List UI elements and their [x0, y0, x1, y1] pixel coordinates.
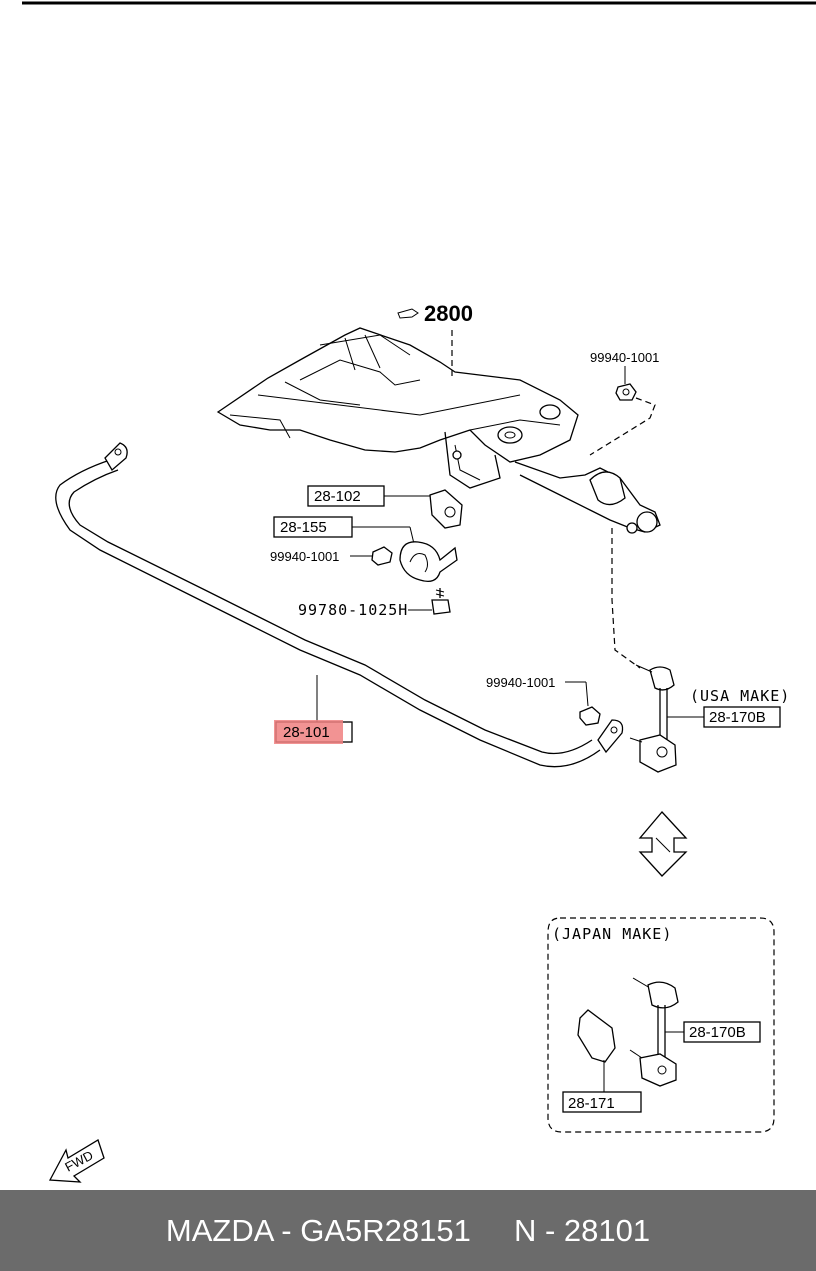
nut-bottom-group: 99940-1001 — [486, 675, 601, 726]
nut-top-label: 99940-1001 — [590, 350, 659, 365]
usa-make-label: (USA MAKE) — [690, 687, 790, 705]
japan-make-box: (JAPAN MAKE) 28-170B 28-171 — [547, 917, 775, 1133]
bushing-group: 28-102 — [307, 485, 463, 529]
footer-bar: MAZDA - GA5R28151 N - 28101 — [0, 1190, 816, 1271]
bushing-label: 28-102 — [314, 488, 361, 505]
group-ref-label: 2800 — [424, 301, 473, 326]
japan-make-label: (JAPAN MAKE) — [552, 925, 672, 943]
group-ref: 2800 — [397, 301, 473, 378]
bracket-label: 28-155 — [280, 519, 327, 536]
fwd-arrow-icon: FWD — [48, 1139, 105, 1183]
fwd-label: FWD — [62, 1148, 95, 1175]
japan-link-label: 28-170B — [689, 1024, 746, 1041]
bracket-group: 28-155 — [273, 516, 458, 583]
swap-arrow — [638, 811, 688, 877]
usa-link-label: 28-170B — [709, 709, 766, 726]
nut-left-group: 99940-1001 — [270, 546, 393, 566]
footer-ref: N - 28101 — [513, 1212, 651, 1248]
bolt-group: 99780-1025H — [298, 588, 451, 619]
highlight-box — [274, 720, 343, 744]
japan-bracket-label: 28-171 — [568, 1095, 615, 1112]
nut-top-group: 99940-1001 — [589, 350, 659, 456]
footer-spacer — [471, 1213, 514, 1249]
nut-bottom-label: 99940-1001 — [486, 675, 555, 690]
crossmember — [216, 327, 661, 534]
nut-left-label: 99940-1001 — [270, 549, 339, 564]
footer-part-number: MAZDA - GA5R28151 — [165, 1212, 471, 1248]
parts-diagram: 2800 99940-1001 28-102 28-155 99940-1001… — [22, 1, 816, 1183]
bolt-label: 99780-1025H — [298, 601, 408, 619]
usa-link-group: (USA MAKE) 28-170B — [611, 528, 790, 773]
stabilizer-bar — [55, 442, 624, 768]
stabilizer-label: 28-101 — [283, 724, 330, 741]
stabilizer-label-group: 28-101 — [274, 720, 353, 744]
